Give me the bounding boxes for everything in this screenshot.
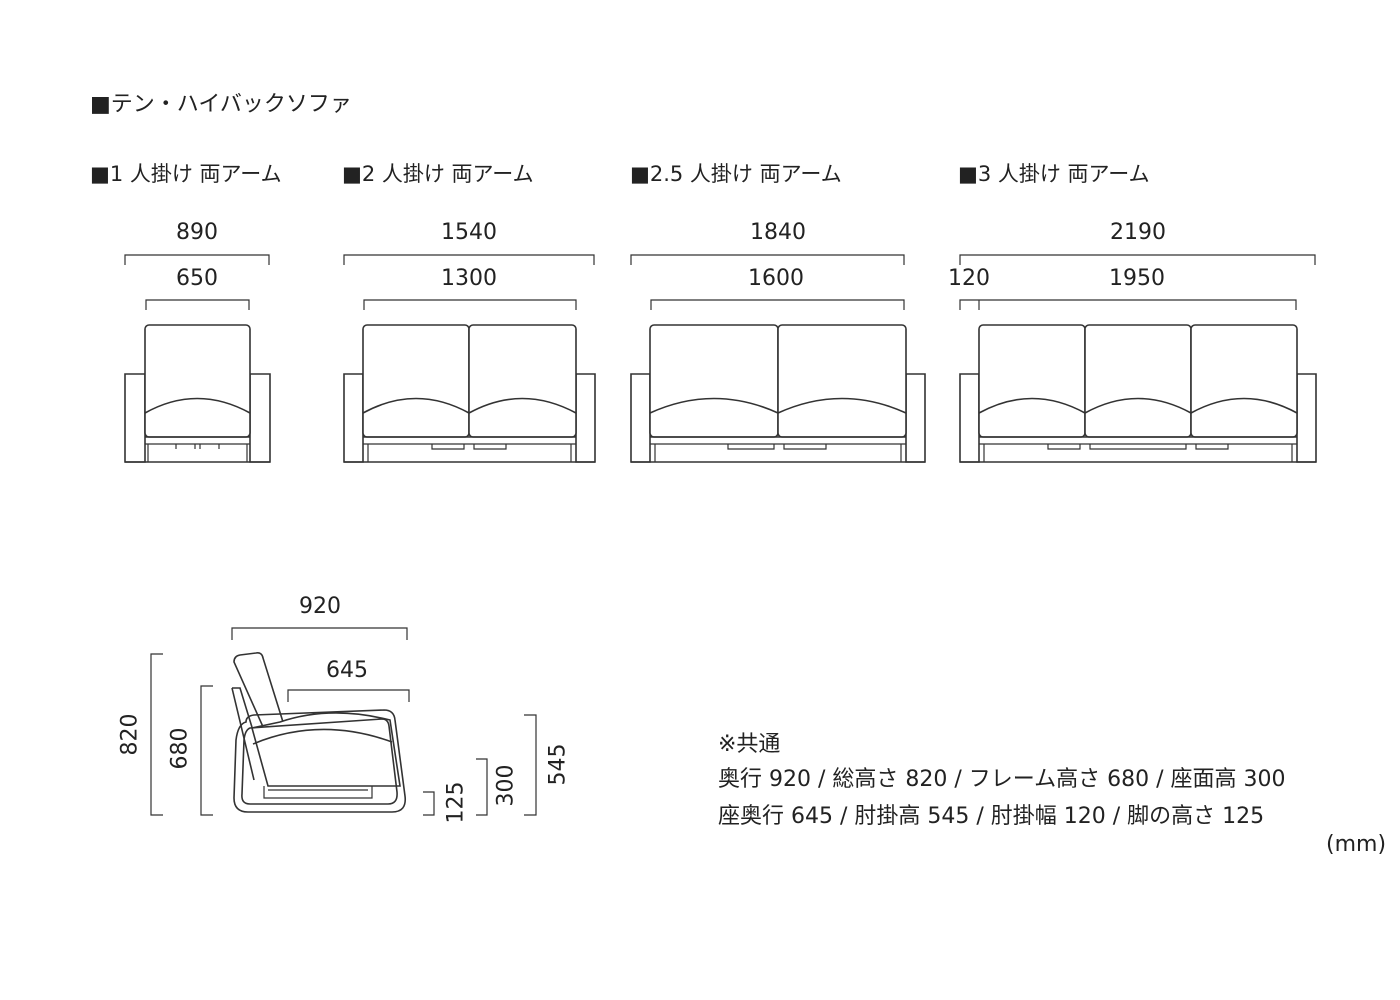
sofa-front-2-5-seater — [631, 255, 925, 462]
notes-heading: ※共通 — [718, 732, 781, 757]
seat-width-1-seater: 650 — [176, 266, 218, 291]
sofa-front-3-seater — [960, 255, 1316, 462]
variant-label-2-5-seater: ■2.5 人掛け 両アーム — [630, 162, 842, 186]
seat-width-3-seater: 1950 — [1109, 266, 1165, 291]
overall-width-2-seater: 1540 — [441, 220, 497, 245]
seat-depth-label: 645 — [326, 658, 368, 683]
arm-width-3-seater: 120 — [948, 266, 990, 291]
sofa-front-1-seater — [125, 255, 270, 462]
variant-label-1-seater: ■1 人掛け 両アーム — [90, 162, 282, 186]
sofa-side-view — [151, 628, 536, 815]
notes-line-1: 奥行 920 / 総高さ 820 / フレーム高さ 680 / 座面高 300 — [718, 767, 1286, 792]
seat-width-2-5-seater: 1600 — [748, 266, 804, 291]
page-title: ■テン・ハイバックソファ — [90, 92, 352, 117]
depth-label: 920 — [299, 594, 341, 619]
variant-label-3-seater: ■3 人掛け 両アーム — [958, 162, 1150, 186]
overall-width-2-5-seater: 1840 — [750, 220, 806, 245]
variant-label-2-seater: ■2 人掛け 両アーム — [342, 162, 534, 186]
overall-width-1-seater: 890 — [176, 220, 218, 245]
unit-label: (mm) — [1326, 832, 1387, 857]
overall-width-3-seater: 2190 — [1110, 220, 1166, 245]
notes-line-2: 座奥行 645 / 肘掛高 545 / 肘掛幅 120 / 脚の高さ 125 — [718, 804, 1265, 829]
sofa-front-2-seater — [344, 255, 595, 462]
seat-width-2-seater: 1300 — [441, 266, 497, 291]
